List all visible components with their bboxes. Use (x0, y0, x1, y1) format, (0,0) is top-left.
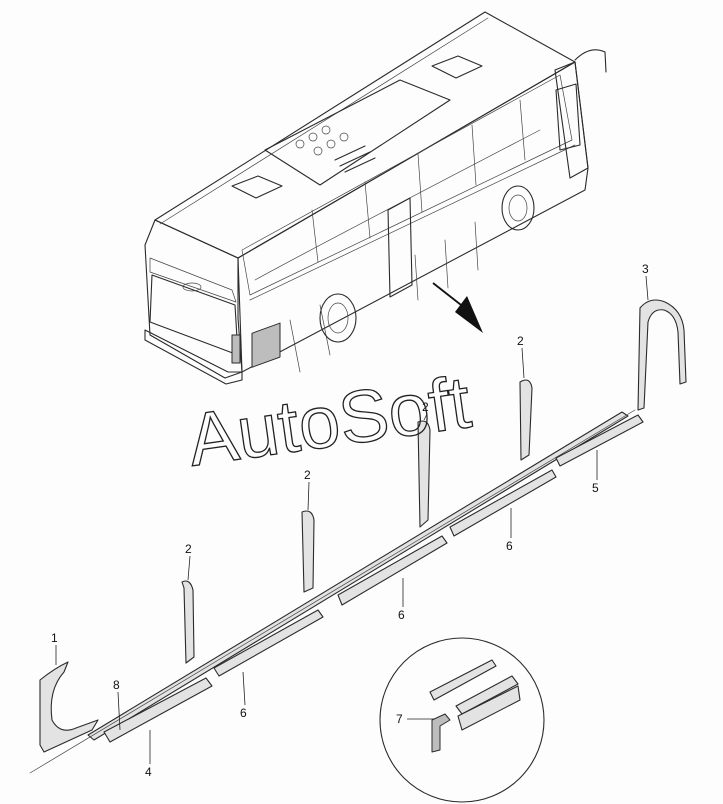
callout-6-second: 6 (398, 608, 405, 622)
rear-corner-trim (39, 661, 99, 753)
callout-2-fourth: 2 (517, 334, 524, 348)
callout-2-third: 2 (422, 400, 429, 414)
callout-3: 3 (642, 262, 649, 276)
long-trim-strip (29, 409, 636, 774)
callout-7: 7 (396, 712, 403, 726)
callout-6-third: 6 (506, 539, 513, 553)
callout-2-second: 2 (304, 468, 311, 482)
leader-lines (55, 275, 649, 764)
front-arch-trim (637, 299, 687, 411)
watermark-text: AutoSoft (183, 360, 476, 482)
callout-8: 8 (113, 678, 120, 692)
detail-circle (379, 637, 545, 803)
lower-panels (103, 414, 644, 743)
direction-arrow-icon (432, 282, 483, 333)
callout-2-first: 2 (185, 542, 192, 556)
callout-1: 1 (51, 631, 58, 645)
callout-labels: 1 2 2 2 2 3 4 5 6 6 6 7 8 (51, 262, 649, 779)
bus-illustration (144, 11, 607, 385)
callout-5: 5 (592, 481, 599, 495)
vertical-trims (181, 379, 533, 664)
callout-6-first: 6 (240, 706, 247, 720)
callout-4: 4 (145, 765, 152, 779)
